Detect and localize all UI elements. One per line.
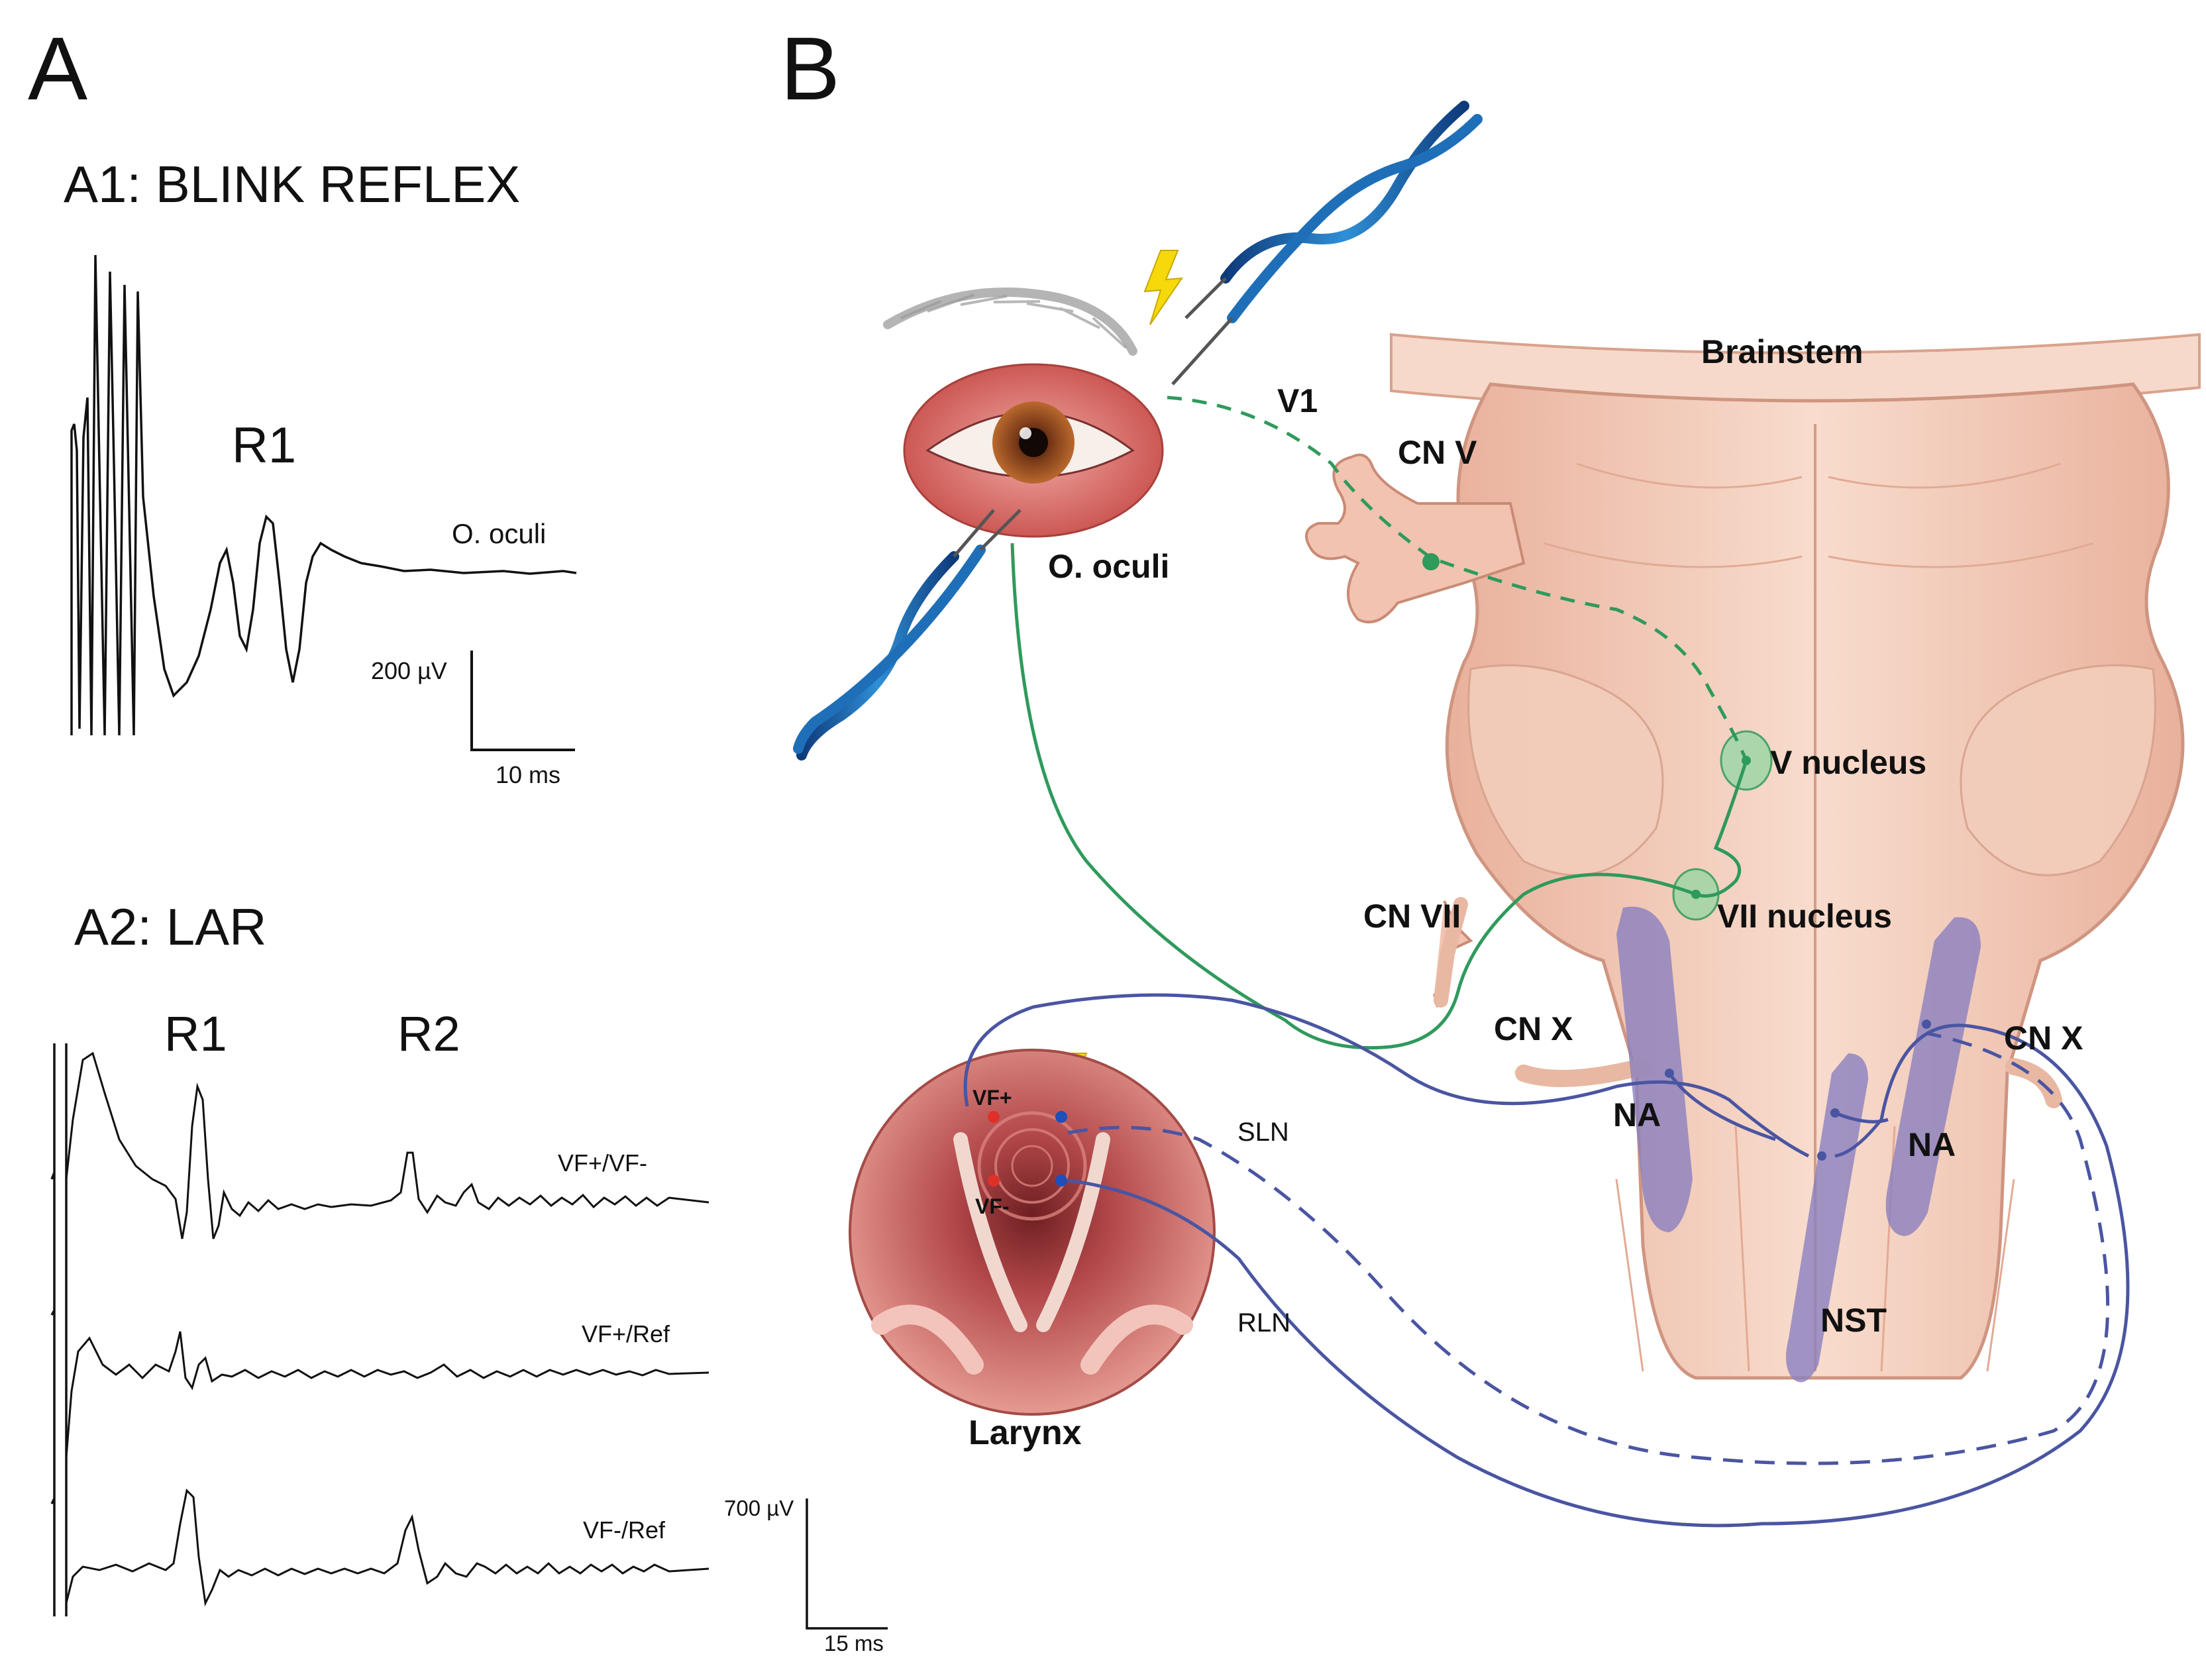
cn-x-left-root: [1515, 1058, 1652, 1087]
rln-label: RLN: [1237, 1308, 1290, 1338]
lar-trace-vfplus-vfminus: [65, 1051, 709, 1239]
cn-vii-efferent: [1010, 543, 1697, 1050]
larynx-label: Larynx: [969, 1414, 1082, 1452]
v-nucleus-label: V nucleus: [1770, 744, 1926, 781]
lar-trace-label-1: VF+/VF-: [558, 1149, 647, 1177]
nst-label: NST: [1820, 1302, 1887, 1339]
vf-plus-label: VF+: [972, 1086, 1012, 1110]
electrode-needle-lower-2: [979, 509, 1022, 551]
electrode-needle-upper-2: [1171, 317, 1234, 386]
electrode-vf-minus-blue: [1055, 1175, 1067, 1186]
lar-scale-time: 15 ms: [824, 1631, 884, 1655]
trigeminal-ganglion-dot: [1422, 553, 1440, 570]
lar-scale-amplitude: 700 µV: [724, 1496, 794, 1520]
rln-efferent: [1067, 1024, 2130, 1528]
larynx-trachea-ring-2: [994, 1128, 1070, 1204]
blink-emg-trace: [70, 254, 577, 736]
o-oculi-label: O. oculi: [1048, 548, 1169, 585]
v1-afferent-dashed: [1167, 395, 1748, 761]
na-right-column: [1885, 917, 1981, 1236]
sln-label: SLN: [1237, 1118, 1289, 1147]
cn-vii-nerve-trunk: [1434, 897, 1468, 1008]
eye-highlight: [1020, 427, 1031, 439]
eyebrow-hairs: [900, 293, 1128, 349]
lar-trace-vfminus-ref: [65, 1488, 709, 1606]
electrode-needle-lower-1: [953, 509, 995, 558]
pons-ridges: [1543, 462, 2094, 1372]
cerebellar-peduncle-left: [1467, 664, 1664, 876]
panel-b-letter: B: [780, 19, 840, 119]
na-to-nst-connection: [1667, 1072, 1889, 1141]
larynx-trachea-ring-3: [1011, 1145, 1053, 1187]
cn-x-right-label: CN X: [2004, 1020, 2083, 1057]
na-right-dot: [1922, 1020, 1931, 1029]
lar-r2-label: R2: [397, 1006, 460, 1061]
brainstem-label: Brainstem: [1701, 333, 1864, 370]
facial-pathway: [1010, 395, 1751, 1050]
cn-v-label: CN V: [1398, 434, 1477, 471]
panel-b: B: [780, 19, 2201, 1528]
electrode-wire-upper-1: [1220, 101, 1469, 284]
blink-scale-lines: [470, 651, 575, 751]
blink-scale-bar: 200 µV 10 ms: [371, 651, 575, 788]
larynx-illustration: [849, 1049, 1216, 1416]
electrode-vf-minus-red: [988, 1175, 1000, 1186]
eye-illustration: [883, 288, 1164, 538]
na-left-label: NA: [1613, 1096, 1661, 1133]
blink-scale-amplitude: 200 µV: [371, 657, 447, 684]
vii-nucleus-label: VII nucleus: [1717, 898, 1892, 935]
needle-electrode-icon: [793, 101, 1483, 761]
nst-column: [1786, 1053, 1868, 1383]
lar-trace-label-3: VF-/Ref: [583, 1516, 666, 1544]
electrode-vf-plus-red: [988, 1111, 1000, 1123]
lightning-bolt-icon: [1143, 250, 1184, 325]
v-nucleus-dot: [1742, 756, 1751, 765]
v-to-vii-interneuron: [1695, 760, 1748, 898]
lar-scale-lines: [806, 1498, 888, 1630]
blink-title: A1: BLINK REFLEX: [64, 155, 520, 213]
larynx-epiglottis: [871, 1304, 1193, 1375]
electrode-vf-plus-blue: [1055, 1111, 1067, 1123]
electrode-needle-upper-1: [1184, 277, 1227, 319]
lar-trace-vfplus-ref: [65, 1331, 709, 1458]
lar-stimulus-artifact: [50, 1043, 68, 1616]
electrode-wire-lower-2: [793, 545, 986, 754]
vagal-pathway: [963, 993, 2130, 1528]
brainstem-illustration: [1305, 333, 2201, 1383]
cn-vii-label: CN VII: [1363, 898, 1461, 935]
blink-trace-label: O. oculi: [452, 518, 546, 549]
vii-nucleus-dot: [1691, 890, 1701, 899]
cerebellar-peduncle-right: [1960, 664, 2156, 876]
lar-scale-bar: 700 µV 15 ms: [724, 1496, 888, 1655]
nst-dot-2: [1817, 1151, 1826, 1161]
vf-minus-label: VF-: [975, 1194, 1010, 1218]
na-left-dot: [1665, 1069, 1674, 1078]
lar-title: A2: LAR: [74, 898, 266, 956]
na-right-label: NA: [1908, 1126, 1956, 1163]
cn-x-left-label: CN X: [1494, 1010, 1573, 1047]
blink-r1-label: R1: [232, 417, 296, 474]
larynx-circle: [849, 1049, 1216, 1416]
na-left-column: [1616, 906, 1693, 1232]
electrode-wire-upper-2: [1227, 114, 1483, 323]
electrode-wire-lower-1: [796, 551, 959, 761]
lar-r1-label: R1: [164, 1006, 227, 1061]
blink-reflex-plot: A1: BLINK REFLEX R1 O. oculi 200 µV 10 m…: [64, 155, 577, 788]
lar-trace-label-2: VF+/Ref: [582, 1320, 670, 1347]
sln-afferent-dashed: [1067, 1031, 2110, 1465]
panel-a-letter: A: [28, 19, 87, 119]
diagram-labels: Brainstem V1 CN V O. oculi V nucleus VII…: [969, 333, 2083, 1452]
larynx-vocal-folds: [953, 1132, 1110, 1332]
larynx-trachea-ring-1: [977, 1111, 1087, 1221]
blink-scale-time: 10 ms: [496, 761, 560, 788]
cn-v-root: [1305, 453, 1526, 623]
panel-a: A A1: BLINK REFLEX R1 O. oculi 200 µV 10…: [28, 19, 888, 1655]
v1-label: V1: [1277, 382, 1318, 419]
nst-dot-1: [1830, 1108, 1840, 1118]
lar-plot: A2: LAR R1 R2 VF+/VF- VF+/Ref VF-/Ref 70…: [50, 898, 888, 1655]
cn-x-right-root: [2005, 1058, 2062, 1108]
left-efferent-to-larynx: [963, 993, 1810, 1158]
